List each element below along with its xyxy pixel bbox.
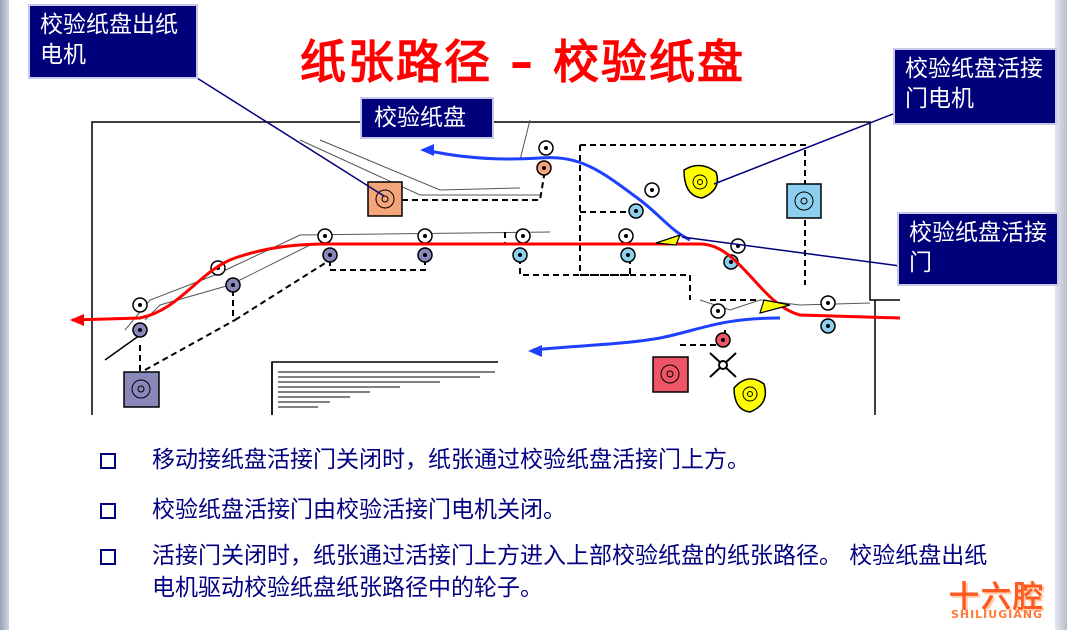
bullet-text: 移动接纸盘活接门关闭时，纸张通过校验纸盘活接门上方。 — [152, 447, 750, 473]
roller-hubs-white — [138, 146, 830, 313]
logo-sub-text: SHILIUGIANG — [950, 608, 1044, 621]
lower-tray — [271, 361, 498, 415]
paper-path-red — [71, 242, 901, 322]
callout-leaders — [196, 77, 901, 267]
bullet-text: 校验纸盘活接门由校验活接门电机关闭。 — [152, 497, 566, 523]
callout-gate-motor-text: 校验纸盘活接门电机 — [905, 56, 1043, 112]
checkbox-bullet-icon — [100, 503, 116, 519]
purple-motor — [123, 371, 160, 408]
paper-path-blue-upper — [424, 148, 691, 242]
slide-title: 纸张路径 – 校验纸盘 — [300, 35, 746, 89]
exit-motor — [367, 181, 403, 217]
slide-right-border — [1055, 0, 1067, 630]
callout-exit-motor: 校验纸盘出纸电机 — [28, 4, 198, 79]
roller-row-upper — [132, 140, 836, 319]
logo-main-text: 十六腔 — [949, 580, 1045, 615]
machine-outline — [91, 121, 900, 415]
arrow-head-red — [70, 314, 84, 326]
lower-tray-stack — [278, 371, 495, 408]
star-wheel — [709, 352, 737, 378]
arrow-head-blue-upper — [420, 144, 434, 156]
tray-guides — [124, 119, 871, 331]
callout-exit-motor-text: 校验纸盘出纸电机 — [40, 12, 178, 68]
lower-gate — [759, 299, 791, 314]
watermark-logo: 十六腔 SHILIUGIANG — [936, 572, 1058, 624]
callout-gate-motor: 校验纸盘活接门电机 — [893, 48, 1057, 125]
callout-tray: 校验纸盘 — [360, 97, 494, 139]
paper-path-diagram — [70, 77, 901, 415]
checkbox-bullet-icon — [100, 453, 116, 469]
slide-left-border — [0, 0, 9, 630]
roller-hubs-drive — [138, 166, 830, 342]
callout-gate-text: 校验纸盘活接门 — [909, 220, 1047, 276]
bullet-text: 活接门关闭时，纸张通过活接门上方进入上部校验纸盘的纸张路径。 校验纸盘出纸电机驱… — [152, 543, 988, 601]
callout-gate: 校验纸盘活接门 — [897, 212, 1059, 286]
gate-motor-lower — [733, 378, 767, 413]
callout-tray-text: 校验纸盘 — [374, 105, 466, 131]
blue-motor — [786, 183, 822, 219]
gate-motor-upper — [683, 164, 719, 199]
arrow-head-blue-lower — [528, 345, 542, 357]
paper-path-blue-lower — [532, 316, 781, 352]
tray-gate — [655, 234, 682, 246]
red-motor — [652, 356, 689, 393]
checkbox-bullet-icon — [100, 549, 116, 565]
